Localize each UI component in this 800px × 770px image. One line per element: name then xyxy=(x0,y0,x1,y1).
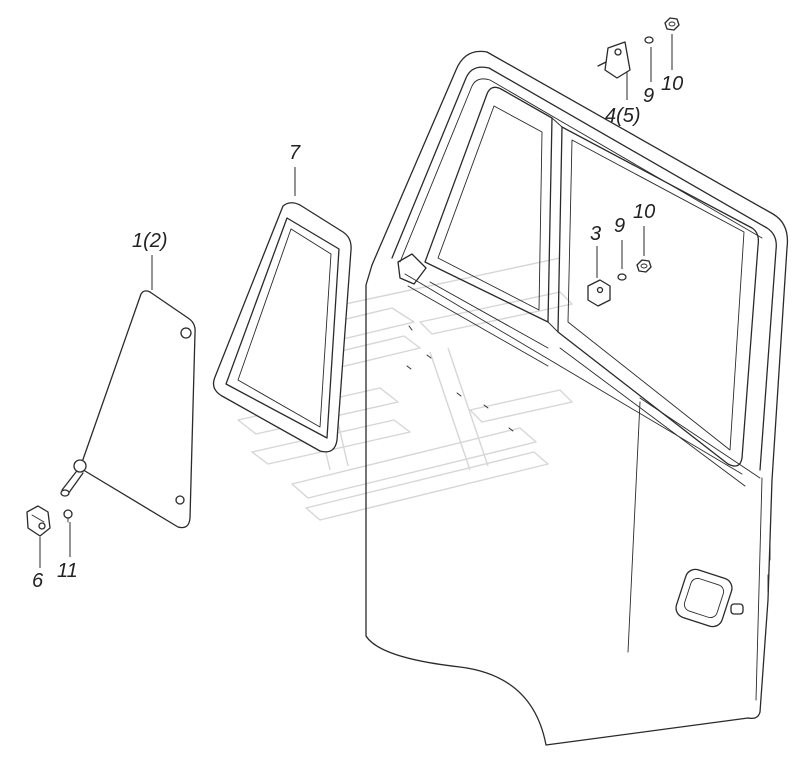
screw-part xyxy=(63,509,73,523)
washer-top xyxy=(644,36,654,44)
callout-label-bolt-top: 10 xyxy=(661,73,683,95)
vent-seal xyxy=(212,202,352,453)
callout-label-seal: 7 xyxy=(289,142,301,164)
washer-middle xyxy=(617,273,627,281)
vent-glass xyxy=(60,290,196,529)
callout-label-washer-top: 9 xyxy=(643,85,654,107)
bolt-middle xyxy=(636,259,652,273)
bolt-top xyxy=(664,17,680,31)
callout-label-lower-bracket: 3 xyxy=(590,223,601,245)
callout-label-upper-bracket: 4(5) xyxy=(605,105,641,127)
lower-bracket xyxy=(587,279,611,307)
callout-label-latch: 6 xyxy=(32,570,44,592)
door-assembly xyxy=(365,50,789,746)
upper-bracket xyxy=(597,41,631,79)
callout-label-washer-middle: 9 xyxy=(614,215,625,237)
callout-label-bolt-middle: 10 xyxy=(633,201,655,223)
door-lock xyxy=(730,603,744,615)
callout-label-screw: 11 xyxy=(57,560,78,582)
latch-part xyxy=(26,505,51,537)
callout-label-glass: 1(2) xyxy=(132,230,168,252)
leader-lines xyxy=(39,34,673,568)
door-handle xyxy=(675,568,733,628)
